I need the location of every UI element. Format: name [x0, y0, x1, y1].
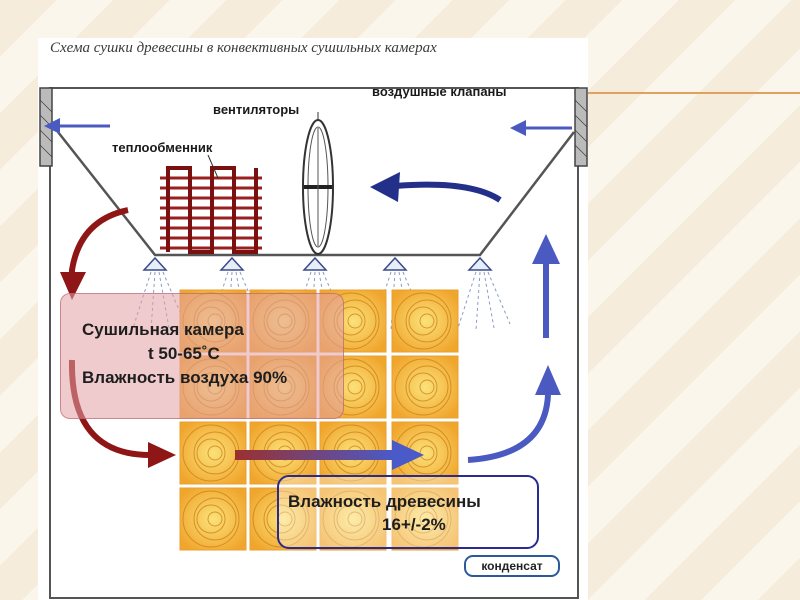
growth-ring: [196, 438, 226, 468]
growth-ring: [419, 445, 435, 461]
diagram-title: Схема сушки древесины в конвективных суш…: [50, 40, 437, 56]
wood-humidity-value: 16+/-2%: [382, 515, 446, 534]
growth-ring: [408, 504, 438, 534]
growth-ring: [394, 358, 452, 416]
growth-ring: [333, 497, 377, 541]
return-arrow-lower: [467, 394, 551, 463]
growth-ring: [419, 313, 435, 329]
accent-line: [560, 92, 800, 94]
growth-ring: [207, 511, 223, 527]
growth-ring: [347, 511, 363, 527]
growth-ring: [182, 490, 240, 548]
false-ceiling: [57, 131, 575, 257]
chamber-air-humidity: Влажность воздуха 90%: [82, 368, 288, 387]
chamber-info-box: [60, 293, 344, 419]
heat-exchanger-pipes: [166, 166, 258, 254]
growth-ring: [419, 511, 435, 527]
growth-ring: [419, 379, 435, 395]
growth-ring: [196, 504, 226, 534]
heat-exchanger-label: теплообменник: [112, 140, 213, 155]
growth-ring: [266, 504, 296, 534]
growth-ring: [207, 445, 223, 461]
growth-ring: [394, 292, 452, 350]
growth-ring: [405, 497, 449, 541]
wood-humidity-box: [277, 475, 539, 549]
growth-ring: [193, 497, 237, 541]
growth-ring: [336, 504, 366, 534]
growth-ring: [405, 299, 449, 343]
chamber-name: Сушильная камера: [82, 320, 244, 339]
growth-ring: [408, 372, 438, 402]
growth-ring: [347, 313, 363, 329]
fans-label: вентиляторы: [213, 102, 300, 117]
through-stack-arrow: [235, 450, 395, 460]
growth-ring: [408, 306, 438, 336]
wood-humidity-label: Влажность древесины: [288, 492, 481, 511]
valve-right: [574, 87, 588, 167]
growth-ring: [252, 490, 310, 548]
condensate-label: конденсат: [464, 555, 560, 577]
air-valves-label: воздушные клапаны: [372, 84, 507, 99]
growth-ring: [347, 379, 363, 395]
chamber-temperature: t 50-65˚C: [148, 344, 220, 363]
valve-hatch: [39, 99, 588, 158]
hot-air-arrow-top: [69, 207, 129, 278]
growth-ring: [405, 365, 449, 409]
circulation-arrow-top: [394, 181, 502, 203]
chamber-wall: [49, 87, 579, 599]
